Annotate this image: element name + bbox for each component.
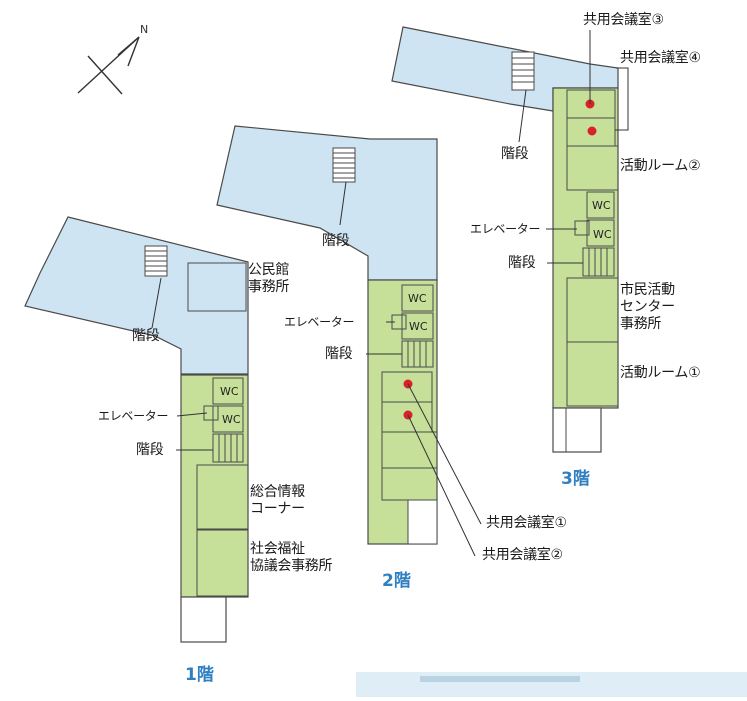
label-floor-2-wc-upper: WC (408, 292, 427, 305)
floor-3-wc-upper (586, 191, 615, 219)
floor-3-wc-lower (586, 219, 615, 247)
floor-2-hall (216, 125, 438, 281)
label-floor-3-wc-upper: WC (592, 199, 611, 212)
label-floor-3-wc-lower: WC (593, 228, 612, 241)
floor-3-stairs (582, 247, 615, 277)
label-floor-1-wc-lower: WC (222, 413, 241, 426)
floor-3-white-area (552, 407, 602, 453)
floor-1-hall (24, 216, 249, 375)
floor-1-plan (24, 216, 249, 643)
label-kominkan-office: 公民館 事務所 (248, 262, 290, 295)
floor-1-wc-upper (212, 377, 244, 405)
label-meeting-room-3: 共用会議室③ (583, 12, 664, 28)
label-shimin-center: 市民活動 センター 事務所 (620, 282, 675, 332)
floor-1-wc-lower (212, 405, 244, 433)
activity-room-2-area (566, 145, 619, 191)
kominkan-office-room (187, 262, 247, 312)
floor-2-wc-lower (401, 312, 434, 340)
floor-3-plan (391, 26, 629, 453)
leader-lines (151, 89, 583, 451)
label-floor-1-stairs: 階段 (136, 442, 164, 458)
label-floor-2-hall-stairs: 階段 (322, 233, 350, 249)
floor-2-hall-stairs (332, 147, 356, 183)
activity-room-1-area (566, 341, 619, 407)
shakai-fukushi-room (196, 529, 249, 597)
label-floor-1-elevator: エレベーター (98, 409, 169, 423)
label-floor-3-elevator: エレベーター (470, 222, 541, 236)
label-meeting-room-4: 共用会議室④ (620, 50, 701, 66)
compass-north-letter: N (140, 23, 148, 36)
bottom-photo-detail (420, 676, 580, 682)
floor-1-rooms (180, 374, 249, 598)
floor-1-hall-stairs (144, 245, 168, 277)
floor-3-hall-stairs (511, 51, 535, 91)
compass-icon (77, 36, 140, 95)
floor-2-plan (216, 125, 482, 557)
sogo-joho-room (196, 464, 249, 530)
label-floor-3-hall-stairs: 階段 (501, 146, 529, 162)
label-sogo-joho: 総合情報 コーナー (250, 484, 305, 517)
label-floor-2-stairs: 階段 (325, 346, 353, 362)
floor-1-white-area (180, 596, 227, 643)
label-floor-2-elevator: エレベーター (284, 315, 355, 329)
floor-2-wc-upper (401, 284, 434, 312)
label-floor-1-hall-stairs: 階段 (132, 328, 160, 344)
floor-2-title: 2階 (382, 571, 411, 591)
label-activity-room-1: 活動ルーム① (620, 365, 701, 381)
label-meeting-room-2: 共用会議室② (482, 547, 563, 563)
bottom-photo-strip (356, 672, 747, 697)
label-floor-1-wc-upper: WC (220, 385, 239, 398)
floor-3-title: 3階 (561, 469, 590, 489)
label-meeting-room-1: 共用会議室① (486, 515, 567, 531)
label-floor-3-stairs: 階段 (508, 255, 536, 271)
floor-1-title: 1階 (185, 665, 214, 685)
meeting-room-4-marker (587, 126, 597, 136)
floor-3-elevator (574, 220, 590, 236)
label-activity-room-2: 活動ルーム② (620, 158, 701, 174)
floor-2-white-area (407, 499, 438, 545)
floor-1-stairs (212, 433, 244, 463)
label-shakai-fukushi: 社会福祉 協議会事務所 (250, 541, 333, 574)
label-floor-2-wc-lower: WC (409, 320, 428, 333)
